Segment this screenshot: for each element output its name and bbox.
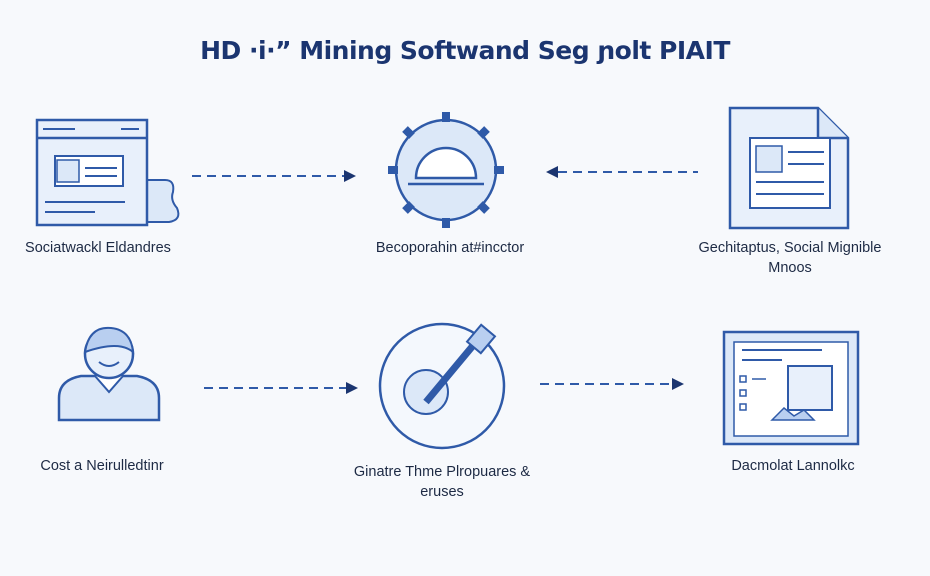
document-icon (728, 106, 850, 230)
node-label: Cost a Neirulledtinr (40, 458, 164, 474)
person-icon (57, 326, 161, 422)
dashboard-window-icon (722, 330, 860, 446)
arrow-right-bottom-right (540, 378, 684, 390)
arrow-left-top-right (546, 166, 698, 178)
gear-icon (388, 112, 504, 228)
node-label: Dacmolat Lannolkc (731, 458, 855, 474)
arrow-right-top-left (192, 170, 356, 182)
browser-window-icon (35, 118, 180, 227)
diagram-title: HD ·i·” Mining Softwand Seg ɲolt PIAIT (200, 36, 730, 65)
node-label: Sociatwackl Eldandres (25, 240, 171, 256)
node-label: Gechitaptus, Social Mignible Mnoos (698, 240, 882, 276)
node-label: Ginatre Thme Plropuares & eruses (353, 464, 531, 500)
node-label: Becoporahin at#incctor (375, 240, 525, 256)
magnifier-tool-icon (378, 322, 506, 450)
arrow-right-bottom-left (204, 382, 358, 394)
